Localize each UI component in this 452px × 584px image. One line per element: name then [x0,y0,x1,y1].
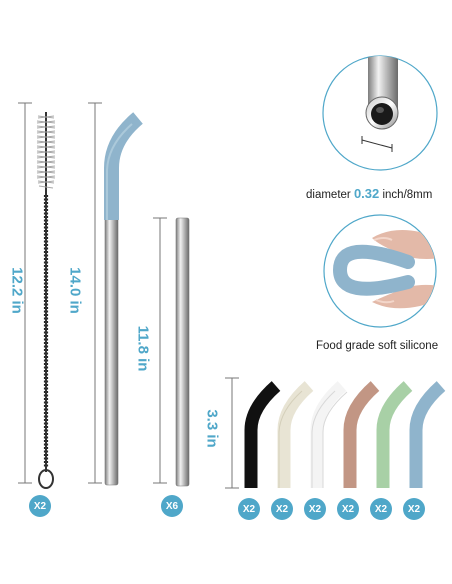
silicone-detail-circle [323,214,437,328]
diameter-caption: diameter 0.32 inch/8mm [306,186,432,201]
straight-straw-quantity-badge: X6 [161,495,183,517]
diameter-detail-circle [322,55,438,171]
tip-white [310,381,347,488]
diameter-caption-suffix: inch/8mm [382,189,433,201]
tip-dimension-line [225,377,239,489]
tip-quantity-badge-brown: X2 [337,498,359,520]
diameter-caption-prefix: diameter [306,189,351,201]
tip-length-label: 3.3 in [203,409,221,448]
tip-quantity-badge-black: X2 [238,498,260,520]
tip-brown [343,381,380,488]
tip-quantity-badge-white: X2 [304,498,326,520]
tip-black [244,381,281,488]
straight-straw-dimension-line [153,217,167,484]
tip-quantity-badge-blue: X2 [403,498,425,520]
tip-blue [409,381,446,488]
bent-straw [104,112,143,486]
tip-quantity-badge-green: X2 [370,498,392,520]
bent-straw-dimension-line [88,102,102,484]
brush-quantity-badge: X2 [29,495,51,517]
tip-quantity-badge-beige: X2 [271,498,293,520]
cleaning-brush [36,112,56,489]
bent-straw-length-label: 14.0 in [66,267,84,314]
brush-bristles [36,115,56,189]
straight-straw-length-label: 11.8 in [134,325,152,372]
brush-dimension-line [18,102,32,484]
straight-straw [175,217,190,487]
diameter-value: 0.32 [353,186,380,201]
silicone-caption: Food grade soft silicone [316,340,439,352]
tip-beige [277,381,314,488]
tip-green [376,381,413,488]
brush-length-label: 12.2 in [8,267,26,314]
silicone-tips [244,381,446,488]
